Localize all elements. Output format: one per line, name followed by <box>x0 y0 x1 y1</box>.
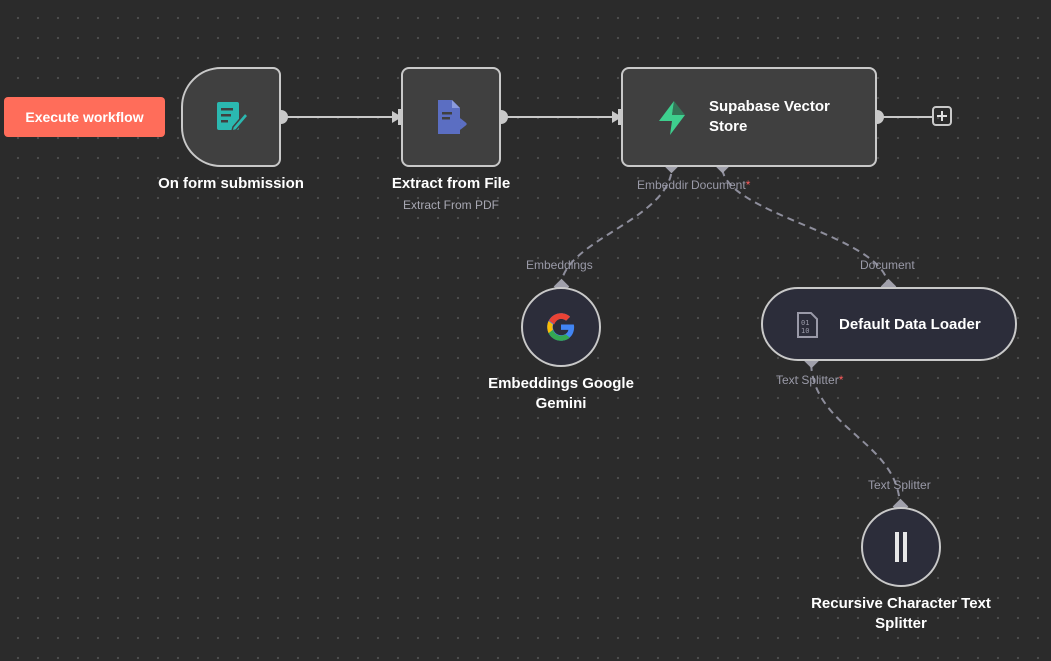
binary-file-icon: 01 10 <box>791 309 823 341</box>
edge-embeddings-to-vector[interactable] <box>560 165 673 288</box>
embeddings-port-label: Embeddings <box>526 258 593 272</box>
node-embeddings[interactable] <box>521 287 601 367</box>
node-text-splitter[interactable] <box>861 507 941 587</box>
edge-loader-to-vector[interactable] <box>721 165 889 288</box>
edge-arrow-vector <box>612 111 622 123</box>
node-data-loader[interactable]: 01 10 Default Data Loader <box>761 287 1017 361</box>
text-splitter-label: Recursive Character Text Splitter <box>811 595 991 632</box>
svg-text:10: 10 <box>801 327 809 335</box>
edge-arrow-extract <box>392 111 402 123</box>
node-vector-store[interactable]: Supabase Vector Store <box>621 67 877 167</box>
node-extract-file[interactable] <box>401 67 501 167</box>
splitter-port-label: Text Splitter <box>868 478 931 492</box>
required-marker: * <box>745 178 751 192</box>
vector-document-port-label: Document* <box>691 178 750 192</box>
loader-text-splitter-text: Text Splitter <box>776 373 839 387</box>
extract-file-subtitle: Extract From PDF <box>402 198 499 212</box>
vector-store-label: Supabase Vector Store <box>709 98 830 135</box>
supabase-icon <box>647 93 697 143</box>
splitter-icon <box>863 509 939 585</box>
form-edit-icon <box>183 69 279 165</box>
loader-document-port-label: Document <box>860 258 915 272</box>
data-loader-label: Default Data Loader <box>839 316 981 333</box>
google-icon <box>523 289 599 365</box>
required-marker-splitter: * <box>838 373 844 387</box>
extract-file-label: Extract from File <box>391 175 511 192</box>
add-node-button[interactable] <box>932 106 952 126</box>
file-export-icon <box>403 69 499 165</box>
embeddings-label: Embeddings Google Gemini <box>488 375 634 412</box>
loader-text-splitter-port-label: Text Splitter* <box>776 373 843 387</box>
execute-workflow-button[interactable]: Execute workflow <box>4 97 165 137</box>
node-form-trigger[interactable] <box>181 67 281 167</box>
edge-splitter-to-loader[interactable] <box>810 359 901 509</box>
form-trigger-label: On form submission <box>158 175 304 192</box>
vector-embedding-port-label: Embeddir <box>637 178 689 192</box>
vector-document-port-text: Document <box>691 178 746 192</box>
plus-icon <box>937 111 947 121</box>
svg-text:01: 01 <box>801 319 809 327</box>
